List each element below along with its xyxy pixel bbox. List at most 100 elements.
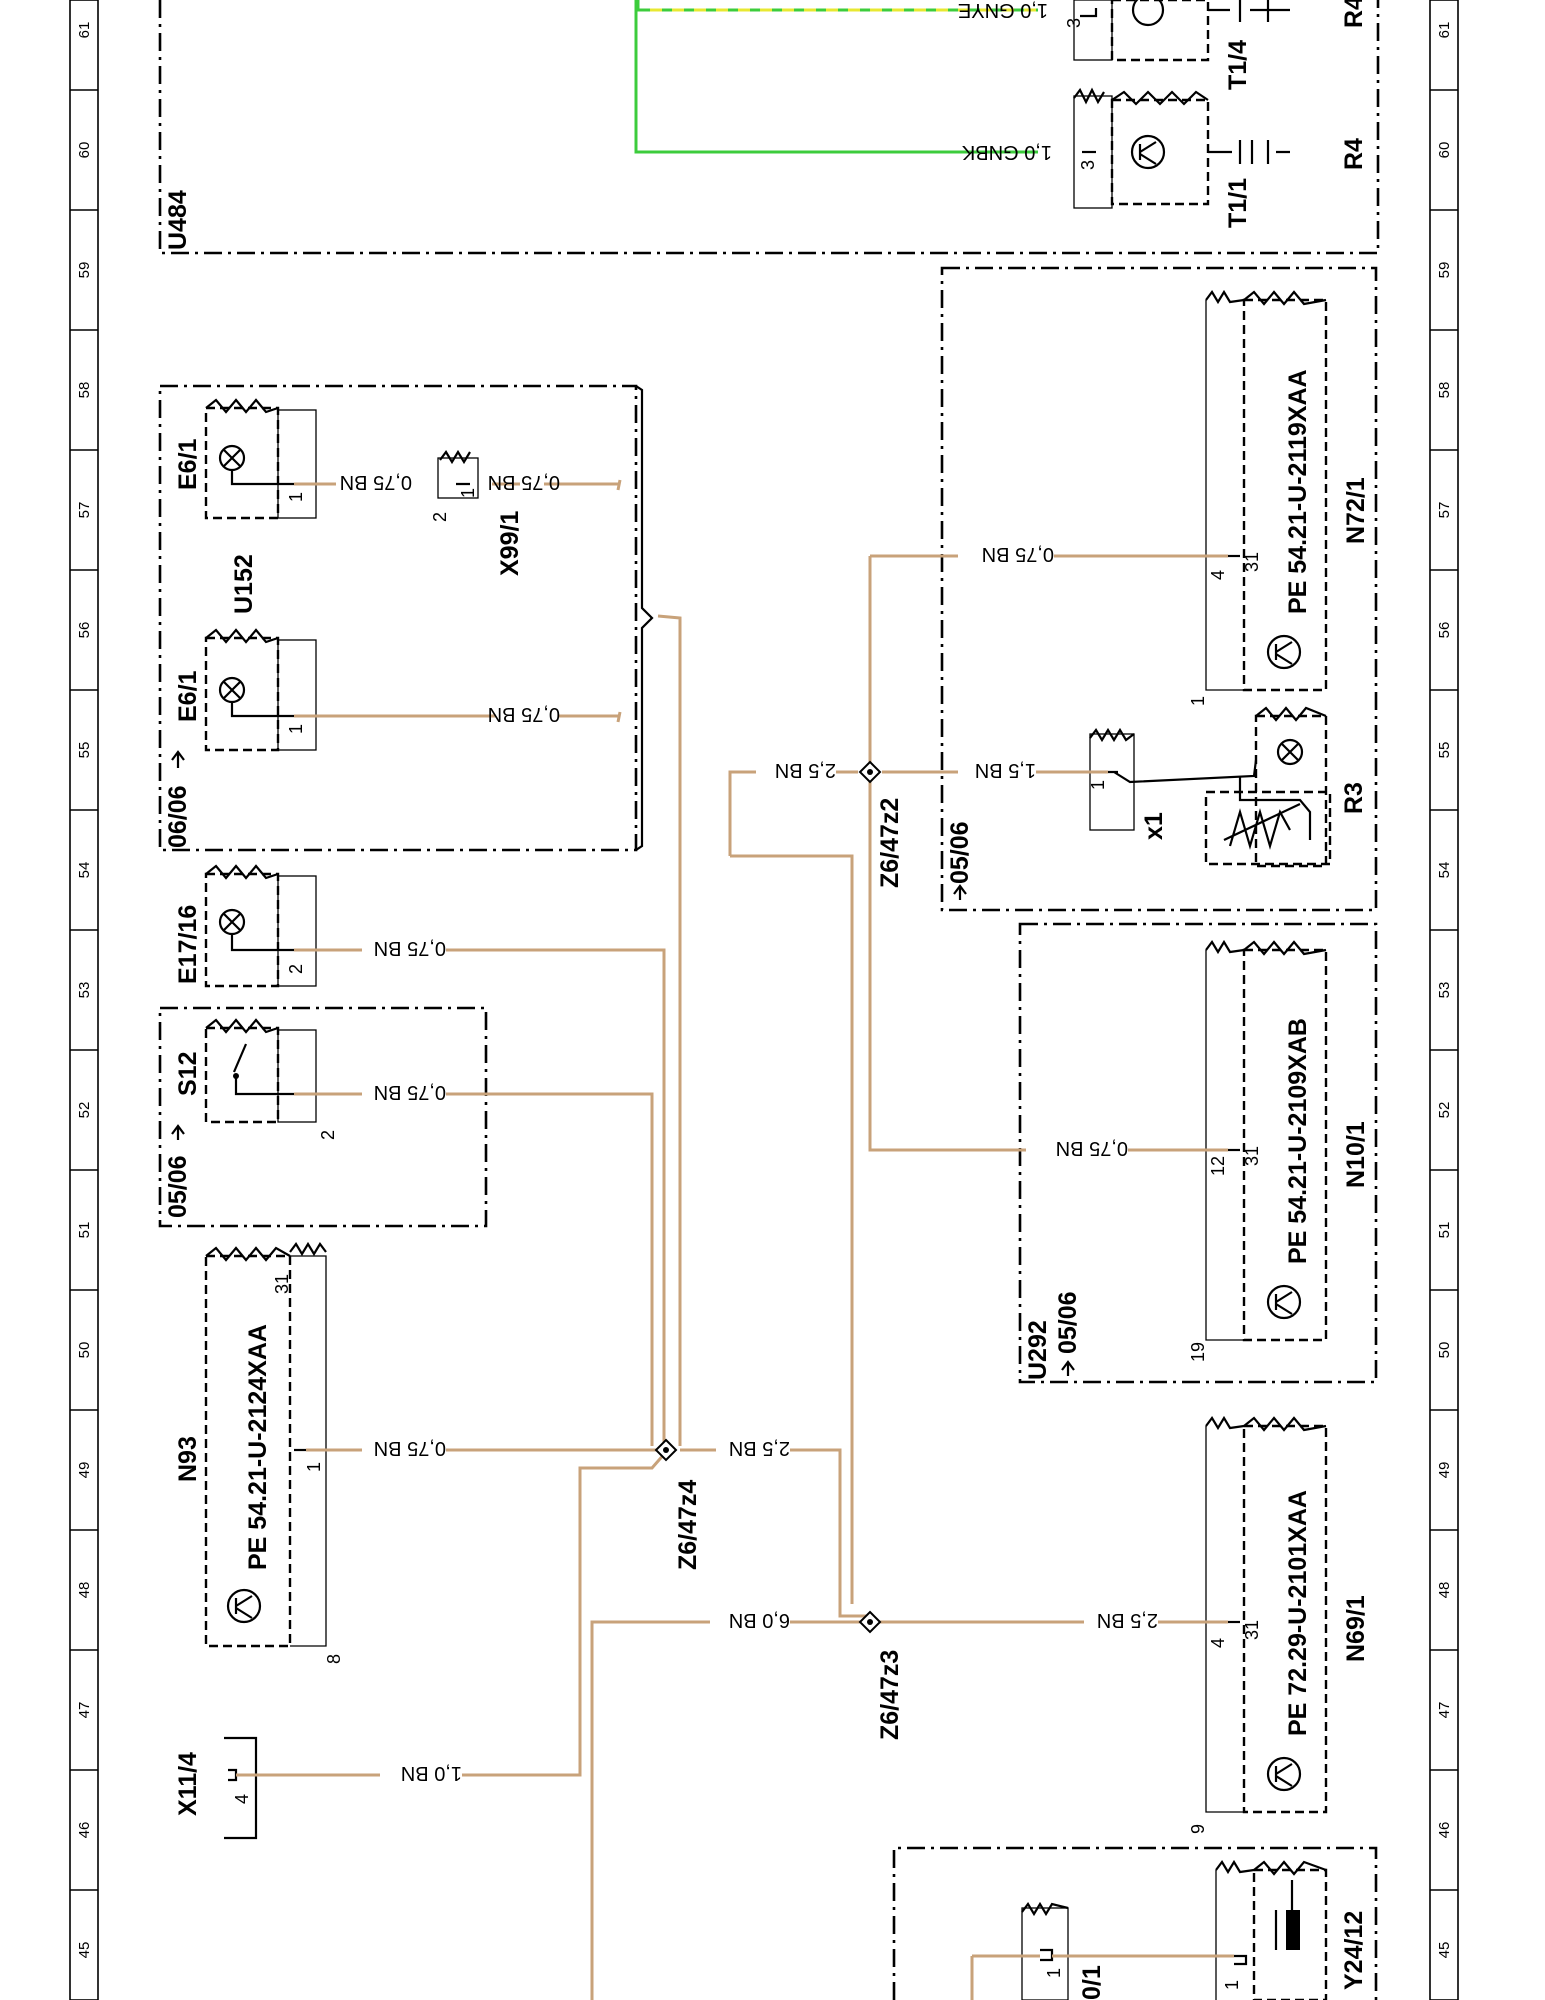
wire-x11-label: 1,0 BN — [401, 1762, 462, 1784]
wire-n69-label: 2,5 BN — [1097, 1609, 1158, 1631]
ruler-number: 55 — [76, 742, 93, 759]
y24-12-pin: 1 — [1222, 1980, 1242, 1990]
e6-1-component-b: 1 E6/1 — [174, 628, 317, 752]
e17-16-component: 2 E17/16 — [174, 864, 317, 988]
ruler-number: 52 — [1436, 1102, 1453, 1119]
ruler-number: 61 — [1436, 22, 1453, 39]
x11-4-label: X11/4 — [174, 1752, 202, 1816]
x1-pin: 1 — [1088, 780, 1108, 790]
ruler-number: 46 — [1436, 1822, 1453, 1839]
n93-component: PE 54.21-U-2124XAA N93 1 31 8 — [174, 1241, 344, 1664]
ruler-number: 49 — [76, 1462, 93, 1479]
brown-wires-left — [236, 479, 866, 2000]
z6-47z2-label: Z6/47z2 — [876, 798, 904, 888]
r4-label-a: R4 — [1340, 0, 1368, 28]
ruler-number: 45 — [1436, 1942, 1453, 1959]
n93-pin-1: 1 — [304, 1462, 324, 1472]
ruler-number: 57 — [76, 502, 93, 519]
wire-n93-label: 0,75 BN — [374, 1437, 446, 1459]
z6-47z4-splice: Z6/47z4 — [654, 1438, 702, 1570]
x1-label: x1 — [1140, 812, 1168, 840]
x99-1-label: X99/1 — [496, 511, 524, 576]
y24-boundary — [892, 1846, 1378, 2000]
z6-47z4-label: Z6/47z4 — [674, 1480, 702, 1570]
e6-1-component-a: 1 E6/1 — [174, 398, 317, 520]
wire-e6a-label: 0,75 BN — [340, 471, 412, 493]
n10-1-label: N10/1 — [1342, 1121, 1370, 1188]
n93-pe: PE 54.21-U-2124XAA — [244, 1324, 272, 1570]
ruler-number: 50 — [1436, 1342, 1453, 1359]
u292-label: U292 — [1024, 1320, 1052, 1380]
n72-1-date-arrow — [953, 884, 967, 900]
wire-gnbk-label: 1,0 GNBK — [961, 141, 1052, 163]
wire-gnye — [636, 0, 1038, 12]
x11-4-connector: 4 X11/4 — [174, 1736, 258, 1840]
s12-pin: 2 — [318, 1130, 338, 1140]
u484-label: U484 — [164, 190, 192, 250]
wire-gnye-label: 1,0 GNYE — [958, 0, 1048, 21]
n10-1-component: PE 54.21-U-2109XAB N10/1 31 12 19 — [1188, 939, 1370, 1362]
wire-e6b-label: 0,75 BN — [488, 703, 560, 725]
s12-date: 05/06 — [164, 1155, 192, 1218]
t1-4-pin: 3 — [1064, 18, 1084, 28]
wire-e17-label: 0,75 BN — [374, 937, 446, 959]
n10-1-pin-19: 19 — [1188, 1342, 1208, 1362]
t1-4-label: T1/4 — [1224, 40, 1252, 90]
x99-1-connector: 1 2 X99/1 — [430, 449, 524, 576]
r3-label: R3 — [1340, 782, 1368, 814]
n72-1-date: 05/06 — [946, 821, 974, 884]
r4-component-b: R4 — [1208, 138, 1368, 170]
n93-pin-8: 8 — [324, 1654, 344, 1664]
t1-1-label: T1/1 — [1224, 178, 1252, 228]
e17-16-pin: 2 — [286, 964, 306, 974]
ruler-number: 57 — [1436, 502, 1453, 519]
n72-1-pin-4: 4 — [1208, 570, 1228, 580]
r4-label-b: R4 — [1340, 138, 1368, 170]
ruler-number: 51 — [76, 1222, 93, 1239]
wire-z4-label: 2,5 BN — [729, 1437, 790, 1459]
n72-1-pin-31: 31 — [1242, 552, 1262, 572]
n69-1-pe: PE 72.29-U-2101XAA — [1284, 1490, 1312, 1736]
n10-1-pe: PE 54.21-U-2109XAB — [1284, 1018, 1312, 1264]
wire-n10-label: 0,75 BN — [1056, 1137, 1128, 1159]
ruler-number: 60 — [1436, 142, 1453, 159]
x99-1-pin-1: 1 — [458, 488, 478, 498]
u152-boundary — [158, 384, 638, 852]
u152-date: 06/06 — [164, 785, 192, 848]
ruler-number: 54 — [1436, 862, 1453, 879]
ruler-number: 50 — [76, 1342, 93, 1359]
ruler-number: 55 — [1436, 742, 1453, 759]
brown-wires-right — [728, 554, 1234, 2000]
u292-boundary — [1018, 922, 1378, 1384]
s12-switch: 2 S12 — [174, 1018, 338, 1140]
s12-label: S12 — [174, 1052, 202, 1096]
e6-1-pin-b: 1 — [286, 724, 306, 734]
x1-connector: 1 x1 — [1088, 727, 1258, 840]
n69-1-pin-4: 4 — [1208, 1638, 1228, 1648]
e6-1-label-b: E6/1 — [174, 670, 202, 722]
u152-date-arrow — [171, 750, 185, 768]
n69-1-component: PE 72.29-U-2101XAA N69/1 31 4 9 — [1188, 1415, 1370, 1834]
y24-12-component: 1 Y24/12 — [1215, 1859, 1368, 2000]
x99-1-pin-2: 2 — [430, 512, 450, 522]
ruler-number: 58 — [1436, 382, 1453, 399]
wire-s12-label: 0,75 BN — [374, 1081, 446, 1103]
wire-gnbk — [634, 0, 1038, 154]
ruler-number: 61 — [76, 22, 93, 39]
ruler-number: 59 — [1436, 262, 1453, 279]
ruler-number: 54 — [76, 862, 93, 879]
u152-brace — [635, 385, 654, 851]
ruler-number: 58 — [76, 382, 93, 399]
ruler-number: 47 — [1436, 1702, 1453, 1719]
t1-1-component: 3 T1/1 — [1073, 87, 1252, 228]
n72-1-boundary — [940, 266, 1378, 912]
n72-1-pe: PE 54.21-U-2119XAA — [1284, 369, 1312, 614]
u292-date-arrow — [1061, 1360, 1075, 1376]
u292-date: 05/06 — [1054, 1291, 1082, 1354]
y24-12-label: Y24/12 — [1340, 1911, 1368, 1990]
u152-label: U152 — [230, 554, 258, 614]
z6-47z3-splice: Z6/47z3 — [858, 1610, 904, 1740]
t1-4-component: 3 T1/4 — [1064, 0, 1252, 90]
wire-z3-label: 6,0 BN — [729, 1609, 790, 1631]
